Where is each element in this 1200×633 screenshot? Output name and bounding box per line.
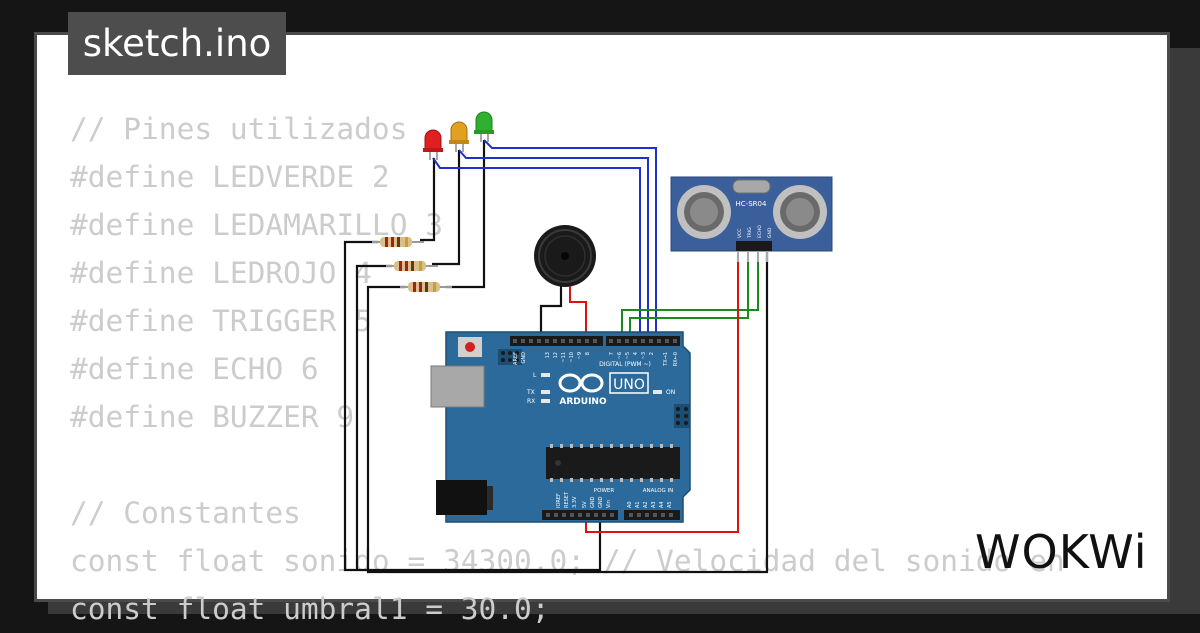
power-label: POWER [594,488,615,494]
pin-gnd-1: GND [590,496,596,508]
label-rx: RX [527,398,535,405]
pin-a2: A2 [643,501,649,508]
wire-green-trig [629,252,749,340]
resistor-2 [386,261,438,271]
pin-5: ~5 [625,352,631,359]
resistor-3 [400,282,452,292]
preview-card: // Pines utilizados #define LEDVERDE 2 #de… [34,32,1170,626]
pin-vin: Vin [606,500,612,508]
pin-0: RX←0 [673,352,679,366]
sensor-pin-trig: TRIG [747,227,753,239]
arduino-model: UNO [613,377,645,393]
pin-6: ~6 [617,352,623,359]
led-red [423,129,443,160]
pin-1: TX→1 [663,352,669,367]
arduino-infinity-logo [558,373,604,393]
black-wires [343,140,769,574]
blue-wires [432,139,657,340]
pin-a4: A4 [659,501,665,508]
wire-blue-green-led [483,139,657,340]
pin-12: 12 [553,352,559,358]
label-tx: TX [526,389,535,396]
code-line: // Pines utilizados [70,112,408,146]
pin-9: ~9 [577,352,583,359]
wire-blue-yellow-led [458,149,649,340]
code-line: const float umbral1 = 30.0; [70,592,550,626]
wire-black-buzzer [539,288,563,340]
code-line: const float sonido = 34300.0; // Velocid… [70,544,1065,578]
pin-3v3: 3.3V [572,496,578,508]
pin-2: 2 [649,352,655,355]
wire-black-res1 [343,240,600,572]
arduino-brand: ARDUINO [559,397,607,407]
pin-a1: A1 [635,501,641,508]
wire-red-vcc [585,252,739,533]
pin-7: 7 [609,352,615,355]
code-line: #define BUZZER 9 [70,400,355,434]
pin-ioref: IOREF [556,493,562,508]
sensor-pin-gnd: GND [767,227,773,238]
sensor-pin-echo: ECHO [757,225,763,238]
code-background: // Pines utilizados #define LEDVERDE 2 #de… [70,105,1065,633]
pin-4: 4 [633,352,639,355]
pin-gnd-2: GND [598,496,604,508]
wire-black-led-green [446,140,486,289]
wire-black-res3 [366,252,769,574]
code-line: #define LEDVERDE 2 [70,160,390,194]
reset-button [465,342,475,352]
pin-a3: A3 [651,501,657,508]
pin-reset: RESET [564,491,570,508]
green-wires [621,252,759,340]
power-jack [436,480,487,515]
wokwi-logo: WOKWi [975,525,1148,579]
label-on: ON [666,389,675,396]
pin-a5: A5 [667,501,673,508]
pin-11: ~11 [561,352,567,363]
atmega-chip [546,447,680,479]
wire-black-led-yellow [432,150,461,266]
led-yellow [449,121,469,152]
analog-label: ANALOG IN [643,488,674,494]
label-l: L [533,372,537,379]
wire-blue-red-led [432,157,641,340]
pin-13: 13 [545,352,551,358]
buzzer [534,225,596,296]
pin-a0: A0 [627,501,633,508]
pin-8: 8 [585,352,591,355]
resistor-1 [372,237,424,247]
sensor-pin-vcc: VCC [737,229,743,238]
usb-port [430,365,485,408]
sketch-title: sketch.ino [68,12,286,75]
code-line: // Constantes [70,496,301,530]
digital-label: DIGITAL (PWM ~) [599,361,651,368]
wire-black-led-red [420,158,436,242]
pin-5v: 5V [582,501,588,508]
arduino-uno-board: AREF GND 13 12 ~11 ~10 ~9 8 7 ~6 ~5 4 ~3… [430,331,691,523]
code-line: #define ECHO 6 [70,352,319,386]
pin-3: ~3 [641,352,647,359]
wire-black-res2 [355,264,392,570]
wire-green-echo [621,252,759,340]
code-line: #define LEDROJO 4 [70,256,372,290]
pin-10: ~10 [569,352,575,363]
hc-sr04-sensor: HC-SR04 VCC TRIG ECHO GND [670,176,833,262]
sensor-label: HC-SR04 [736,200,767,208]
pin-gnd: GND [521,352,527,364]
pin-aref: AREF [513,352,519,365]
led-green [474,111,494,142]
